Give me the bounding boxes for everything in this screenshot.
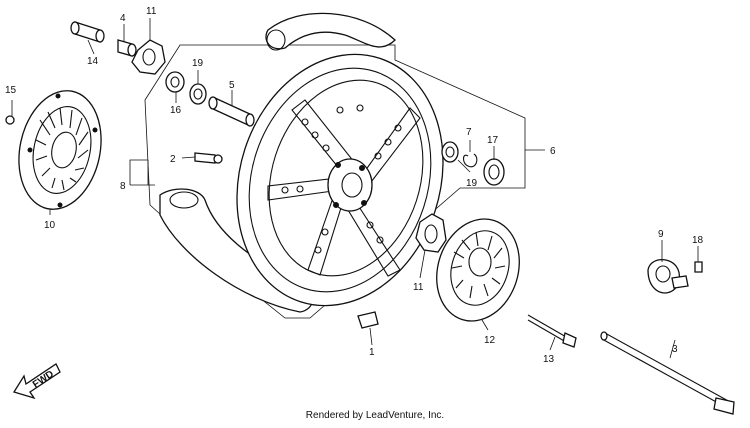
callout-10: 10 — [44, 220, 56, 231]
circlip-7 — [462, 153, 478, 168]
tire-upper — [265, 12, 396, 51]
callout-5: 5 — [229, 80, 235, 91]
callout-9: 9 — [658, 229, 664, 240]
callout-7: 7 — [466, 127, 472, 138]
speedometer-gearbox-9 — [647, 259, 689, 294]
spacer-4 — [117, 39, 137, 57]
brake-disc-10 — [18, 90, 102, 210]
callout-18: 18 — [692, 235, 704, 246]
callout-15: 15 — [5, 85, 17, 96]
screw-18 — [694, 261, 703, 273]
callout-11-upper: 11 — [146, 6, 157, 17]
callout-11-lower: 11 — [413, 282, 424, 293]
callout-8: 8 — [120, 181, 126, 192]
collar-14 — [70, 21, 105, 43]
seal-plate-11-upper — [131, 39, 166, 75]
valve-2 — [194, 152, 223, 164]
bolt-13 — [527, 314, 577, 348]
bolt-15 — [5, 115, 15, 125]
cast-wheel — [236, 53, 444, 307]
callout-12: 12 — [484, 335, 496, 346]
callout-14: 14 — [87, 56, 99, 67]
distance-collar-5 — [208, 96, 255, 127]
bearing-16 — [165, 71, 185, 93]
brake-disc-12 — [436, 218, 520, 322]
callout-3: 3 — [672, 344, 678, 355]
footer-credit: Rendered by LeadVenture, Inc. — [305, 410, 445, 421]
fwd-arrow-icon: FWD — [12, 363, 61, 400]
callout-17: 17 — [487, 135, 499, 146]
callout-2: 2 — [170, 154, 176, 165]
bearing-19-upper — [189, 83, 207, 105]
seal-plate-11-lower — [415, 213, 447, 253]
callout-4: 4 — [120, 13, 126, 24]
callout-6: 6 — [550, 146, 556, 157]
callout-19-right: 19 — [466, 178, 478, 189]
callout-16: 16 — [170, 105, 182, 116]
axle-3 — [600, 331, 735, 415]
bearing-19-right — [441, 141, 459, 163]
callout-19-upper: 19 — [192, 58, 204, 69]
callout-1: 1 — [369, 347, 375, 358]
oil-seal-17 — [483, 158, 505, 186]
valve-cap-1 — [357, 311, 379, 329]
leader-lines — [11, 18, 699, 359]
callout-13: 13 — [543, 354, 555, 365]
